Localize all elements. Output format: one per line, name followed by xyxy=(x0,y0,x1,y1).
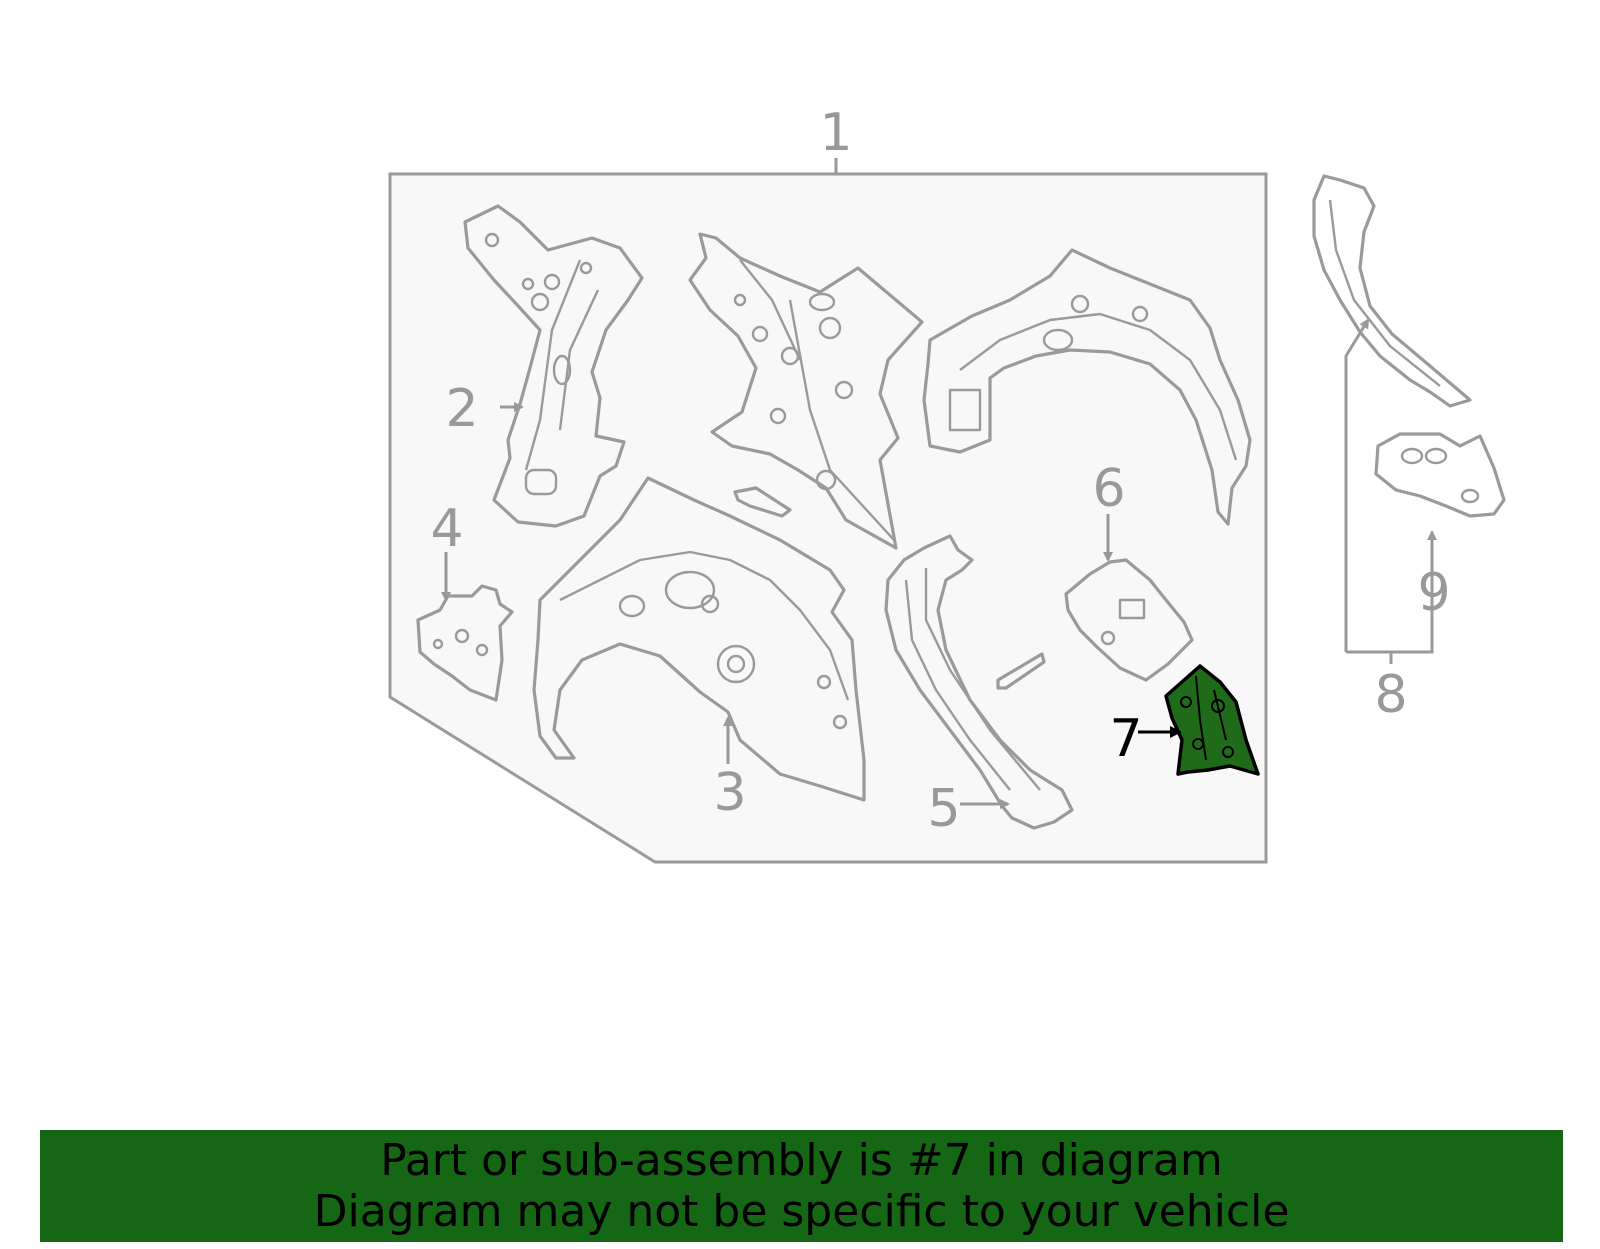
callout-8: 8 xyxy=(1374,665,1407,725)
callout-9: 9 xyxy=(1417,563,1450,623)
callout-7: 7 xyxy=(1109,709,1142,769)
callout-5: 5 xyxy=(927,779,960,839)
part-8-shape xyxy=(1312,174,1472,408)
banner-line-1: Part or sub-assembly is #7 in diagram xyxy=(380,1135,1223,1186)
info-banner: Part or sub-assembly is #7 in diagram Di… xyxy=(40,1130,1563,1242)
banner-line-2: Diagram may not be specific to your vehi… xyxy=(313,1186,1290,1237)
part-wheelhouse-outer-shape xyxy=(922,248,1252,526)
part-pillar-inner-shape xyxy=(688,232,924,550)
callout-2: 2 xyxy=(445,379,478,439)
callout-6: 6 xyxy=(1092,459,1125,519)
callout-3: 3 xyxy=(713,763,746,823)
callout-1: 1 xyxy=(819,103,852,163)
part-9-shape xyxy=(1374,432,1506,518)
callout-9-leader xyxy=(1346,530,1437,654)
part-6-shape xyxy=(1064,558,1194,682)
callout-4: 4 xyxy=(430,499,463,559)
part-2-shape xyxy=(463,204,644,528)
part-5-shape xyxy=(884,534,1074,830)
part-4-shape xyxy=(416,584,514,702)
part-7-highlighted[interactable] xyxy=(1164,664,1260,776)
part-small-strip-shape xyxy=(733,486,792,518)
part-3-shape xyxy=(532,476,866,802)
part-small-bar-shape xyxy=(996,652,1046,690)
callout-8-leader-top xyxy=(1344,318,1370,652)
